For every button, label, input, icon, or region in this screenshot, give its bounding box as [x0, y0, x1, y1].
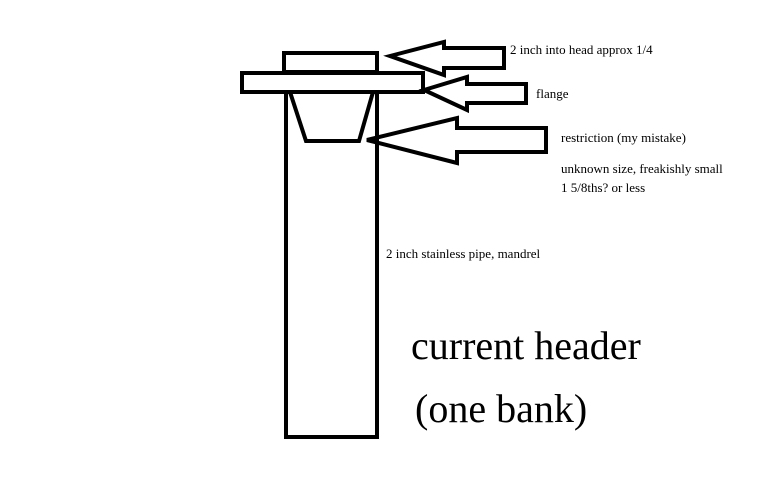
arrow-head-stub — [383, 39, 506, 78]
label-head: 2 inch into head approx 1/4 — [510, 42, 653, 57]
arrow-restriction — [366, 115, 548, 166]
arrow-flange — [418, 74, 528, 114]
pipe-shape — [284, 90, 379, 439]
label-flange: flange — [536, 86, 569, 101]
label-unknown-size-2: 1 5/8ths? or less — [561, 180, 646, 195]
label-unknown-size: unknown size, freakishly small — [561, 161, 723, 176]
label-restriction: restriction (my mistake) — [561, 130, 686, 145]
restriction-shape — [287, 90, 376, 143]
head-stub-shape — [282, 51, 379, 74]
title-line-1: current header — [411, 323, 641, 368]
flange-shape — [240, 71, 425, 94]
label-pipe: 2 inch stainless pipe, mandrel — [386, 246, 541, 261]
title-line-2: (one bank) — [415, 386, 588, 431]
